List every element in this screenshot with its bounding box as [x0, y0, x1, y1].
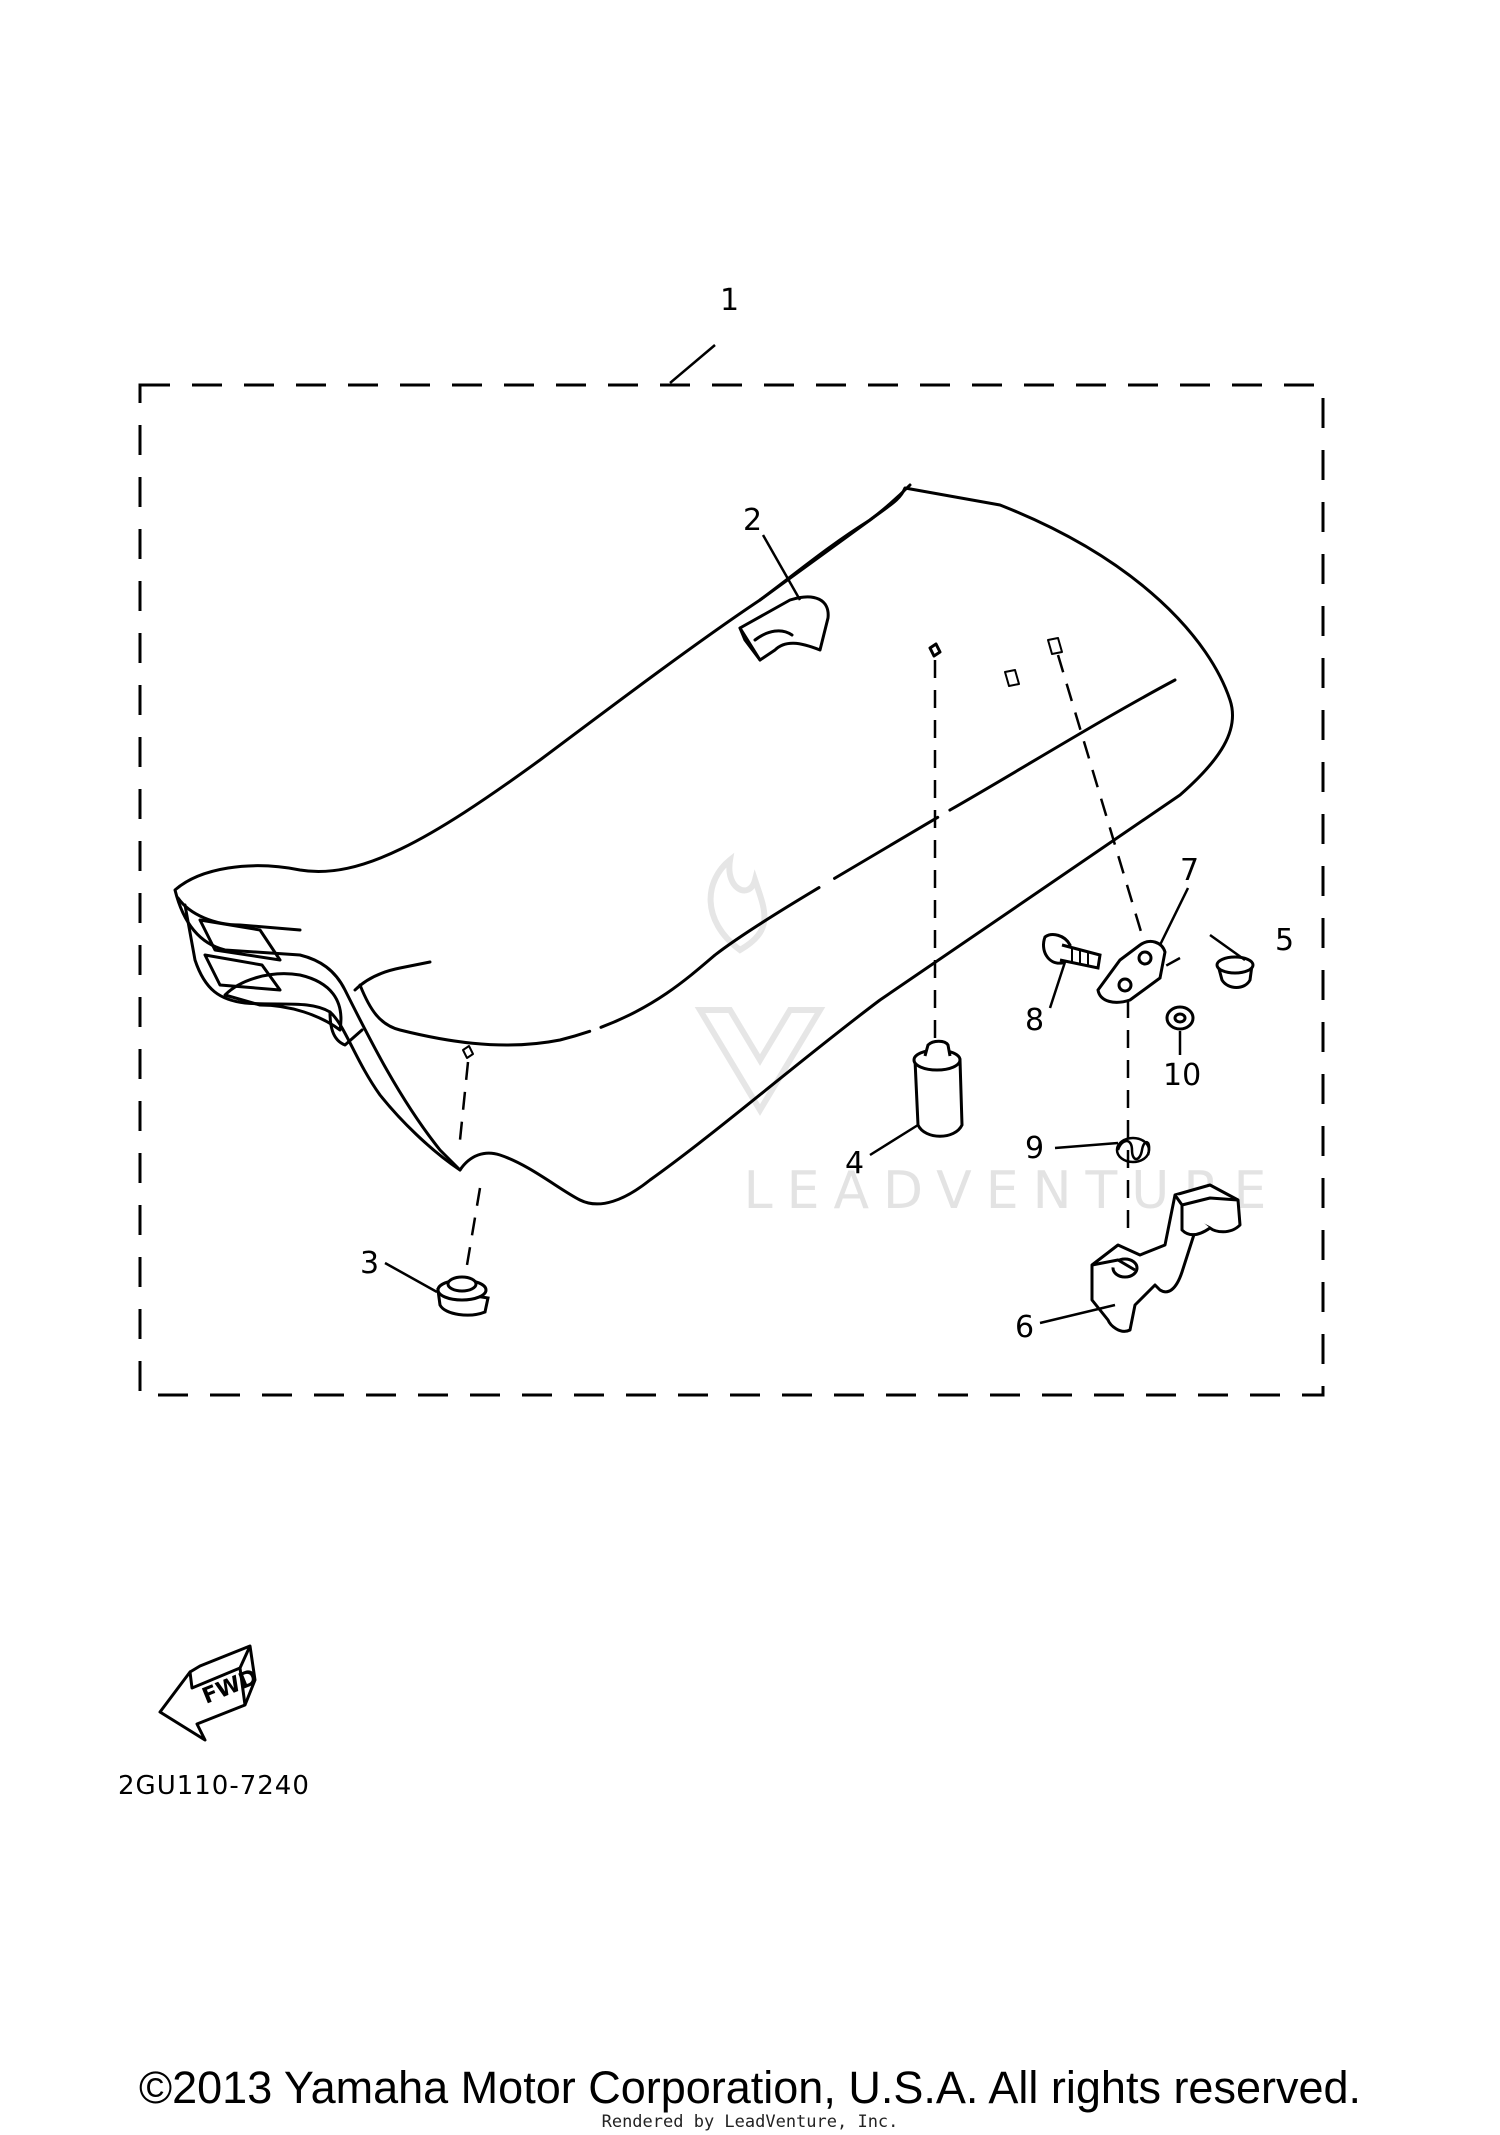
part-8-bolt — [1042, 933, 1102, 970]
part-6-lever — [1090, 1183, 1242, 1333]
callout-7: 7 — [1180, 853, 1199, 888]
leadventure-watermark: LEADVENTURE — [694, 852, 1266, 1221]
part-4-damper — [912, 1039, 964, 1138]
rendered-by-credit: Rendered by LeadVenture, Inc. — [601, 2112, 899, 2132]
callout-3: 3 — [360, 1246, 379, 1281]
callout-9: 9 — [1025, 1131, 1044, 1166]
part-code: 2GU110-7240 — [118, 1771, 310, 1801]
callout-6: 6 — [1015, 1310, 1034, 1345]
callout-10: 10 — [1163, 1058, 1201, 1093]
part-3-damper — [436, 1275, 490, 1317]
fwd-arrow-icon: FWD — [158, 1644, 262, 1742]
part-5-nut — [1215, 955, 1255, 989]
callout-1: 1 — [720, 283, 739, 318]
guide-lines — [458, 654, 1181, 1266]
part-9-spring — [1115, 1136, 1151, 1164]
callout-8: 8 — [1025, 1003, 1044, 1038]
seat-assembly — [173, 483, 1235, 1206]
callout-5: 5 — [1275, 923, 1294, 958]
callout-2: 2 — [743, 503, 762, 538]
leader-lines — [384, 344, 1246, 1325]
callouts: 1 2 3 4 5 6 7 8 9 10 — [360, 283, 1294, 1345]
assembly-boundary — [138, 383, 1325, 1397]
part-10-washer — [1165, 1005, 1195, 1031]
part-7-bracket — [1096, 940, 1167, 1004]
copyright-notice: ©2013 Yamaha Motor Corporation, U.S.A. A… — [138, 2062, 1362, 2113]
callout-4: 4 — [845, 1146, 864, 1181]
